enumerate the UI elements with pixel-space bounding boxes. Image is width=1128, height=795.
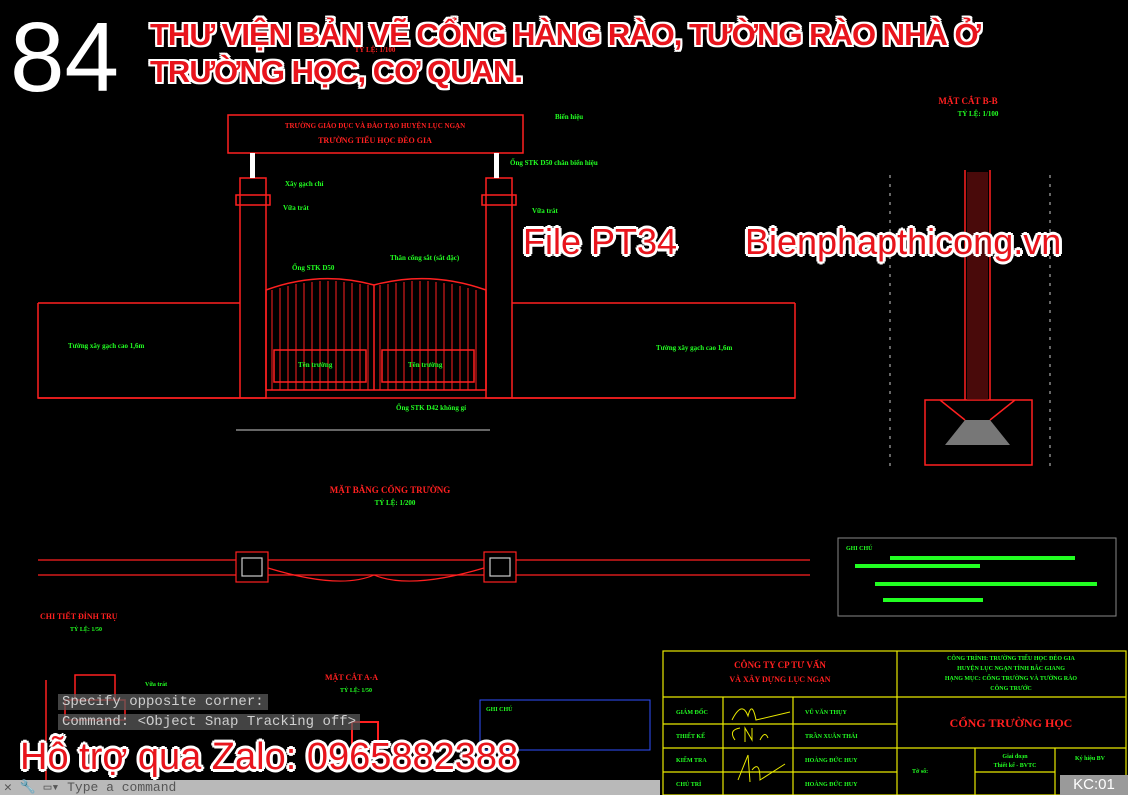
svg-text:CHỦ TRÌ: CHỦ TRÌ (676, 780, 702, 788)
file-code-label: File PT34 (523, 221, 678, 262)
svg-text:Ống STK D42 không gỉ: Ống STK D42 không gỉ (396, 404, 466, 412)
gate-sign-line1: TRƯỜNG GIÁO DỤC VÀ ĐÀO TẠO HUYỆN LỤC NGẠ… (285, 122, 465, 130)
command-history-line1: Specify opposite corner: (58, 694, 268, 710)
svg-text:HẠNG MỤC: CỔNG TRƯỜNG VÀ TƯỜNG: HẠNG MỤC: CỔNG TRƯỜNG VÀ TƯỜNG RÀO (945, 674, 1078, 682)
section-aa-scale: TỶ LỆ: 1/50 (340, 686, 372, 694)
sign-post-left (250, 153, 255, 178)
elevation-scale: TỶ LỆ: 1/100 (355, 46, 396, 54)
svg-text:Xây gạch chỉ: Xây gạch chỉ (285, 180, 324, 188)
section-bb-hatch (967, 172, 988, 400)
sheet-code-badge: KC:01 (1060, 775, 1128, 795)
svg-text:Giai đoạn: Giai đoạn (1002, 754, 1028, 760)
svg-text:CÔNG TRƯỚC: CÔNG TRƯỚC (990, 684, 1032, 692)
svg-text:HOÀNG ĐỨC HUY: HOÀNG ĐỨC HUY (805, 780, 858, 788)
library-number: 84 (10, 2, 120, 112)
company-name-line1: CÔNG TY CP TƯ VẤN (734, 660, 826, 670)
svg-text:Vữa trát: Vữa trát (283, 204, 309, 212)
svg-text:CÔNG TRÌNH: TRƯỜNG TIỂU HỌC ĐÈ: CÔNG TRÌNH: TRƯỜNG TIỂU HỌC ĐÈO GIA (947, 654, 1075, 662)
svg-text:Ký hiệu BV: Ký hiệu BV (1075, 756, 1106, 762)
drawing-name: CỔNG TRƯỜNG HỌC (950, 715, 1073, 730)
svg-text:Ống STK D50: Ống STK D50 (292, 264, 335, 272)
section-bb-title: MẶT CẮT B-B (938, 96, 997, 106)
svg-text:Vữa trát: Vữa trát (532, 207, 558, 215)
svg-text:HOÀNG ĐỨC HUY: HOÀNG ĐỨC HUY (805, 756, 858, 764)
gate-bars (271, 281, 477, 390)
section-bb (889, 170, 1051, 470)
svg-text:Tờ số:: Tờ số: (912, 768, 928, 775)
svg-text:Biển hiệu: Biển hiệu (555, 113, 583, 121)
plan-title: MẶT BẰNG CỔNG TRƯỜNG (330, 485, 451, 495)
svg-text:Tường xây gạch cao 1,6m: Tường xây gạch cao 1,6m (68, 342, 144, 350)
section-bb-scale: TỶ LỆ: 1/100 (958, 110, 999, 118)
svg-text:GIÁM ĐỐC: GIÁM ĐỐC (676, 708, 708, 716)
elevation-labels: Biển hiệu Ống STK D50 chân biển hiệu Xây… (68, 113, 732, 412)
title-block-rows: GIÁM ĐỐC VŨ VĂN THỤY THIẾT KẾ TRẦN XUÂN TH… (676, 708, 1106, 788)
signatures (731, 708, 791, 783)
svg-text:Tên trường: Tên trường (408, 361, 443, 369)
svg-text:HUYỆN LỤC NGẠN TỈNH BẮC GIANG: HUYỆN LỤC NGẠN TỈNH BẮC GIANG (957, 664, 1065, 672)
command-line-bar: ✕ 🔧 ▭▾ Type a command (0, 780, 660, 795)
svg-text:THIẾT KẾ: THIẾT KẾ (676, 732, 705, 740)
aa-notes-box (479, 699, 651, 751)
pillar-detail-scale: TỶ LỆ: 1/50 (70, 625, 102, 633)
overlay-title: THƯ VIỆN BẢN VẼ CỔNG HÀNG RÀO, TƯỜNG RÀO… (150, 16, 981, 90)
gate-plan (38, 551, 810, 583)
svg-text:KIỂM TRA: KIỂM TRA (676, 756, 707, 764)
website-label: Bienphapthicong.vn (745, 221, 1062, 262)
gate-sign-line2: TRƯỜNG TIỂU HỌC ĐÈO GIA (318, 135, 432, 145)
section-aa-title: MẶT CẮT A-A (325, 672, 378, 682)
notes-box (837, 537, 1117, 617)
command-input[interactable]: Type a command (67, 780, 177, 795)
wrench-icon[interactable]: 🔧 (19, 780, 36, 795)
title-block (662, 650, 1127, 795)
svg-text:VŨ VĂN THỤY: VŨ VĂN THỤY (805, 708, 847, 716)
command-history-icon[interactable]: ▭▾ (43, 780, 60, 795)
project-info: CÔNG TRÌNH: TRƯỜNG TIỂU HỌC ĐÈO GIA HUYỆ… (945, 654, 1078, 692)
svg-text:Ống STK D50 chân biển hiệu: Ống STK D50 chân biển hiệu (510, 159, 598, 167)
command-history-line2: Command: <Object Snap Tracking off> (58, 714, 361, 730)
svg-text:TRẦN XUÂN THÁI: TRẦN XUÂN THÁI (805, 732, 858, 740)
section-aa-column (351, 721, 379, 749)
overlay-title-line1: THƯ VIỆN BẢN VẼ CỔNG HÀNG RÀO, TƯỜNG RÀO… (150, 17, 981, 52)
notes-lines (855, 556, 1097, 602)
pillar-label: Vữa trát (145, 682, 167, 688)
notes-title: GHI CHÚ (846, 544, 873, 552)
pillar-detail-title: CHI TIẾT ĐỈNH TRỤ (40, 611, 118, 621)
plan-scale: TỶ LỆ: 1/200 (375, 499, 416, 507)
svg-text:Tên trường: Tên trường (298, 361, 333, 369)
svg-text:Thiết kế - BVTC: Thiết kế - BVTC (994, 762, 1037, 769)
sign-post-right (494, 153, 499, 178)
svg-text:Tường xây gạch cao 1,6m: Tường xây gạch cao 1,6m (656, 344, 732, 352)
aa-notes-title: GHI CHÚ (486, 705, 513, 713)
company-name-line2: VÀ XÂY DỰNG LỤC NGẠN (729, 674, 830, 684)
zalo-support-label: Hỗ trợ qua Zalo: 0965882388 (20, 736, 519, 778)
svg-text:Thân cổng sắt (sắt đặc): Thân cổng sắt (sắt đặc) (390, 254, 460, 262)
footing-hatch (945, 420, 1010, 445)
close-icon[interactable]: ✕ (4, 780, 12, 795)
overlay-title-line2: TRƯỜNG HỌC, CƠ QUAN. (150, 54, 523, 89)
